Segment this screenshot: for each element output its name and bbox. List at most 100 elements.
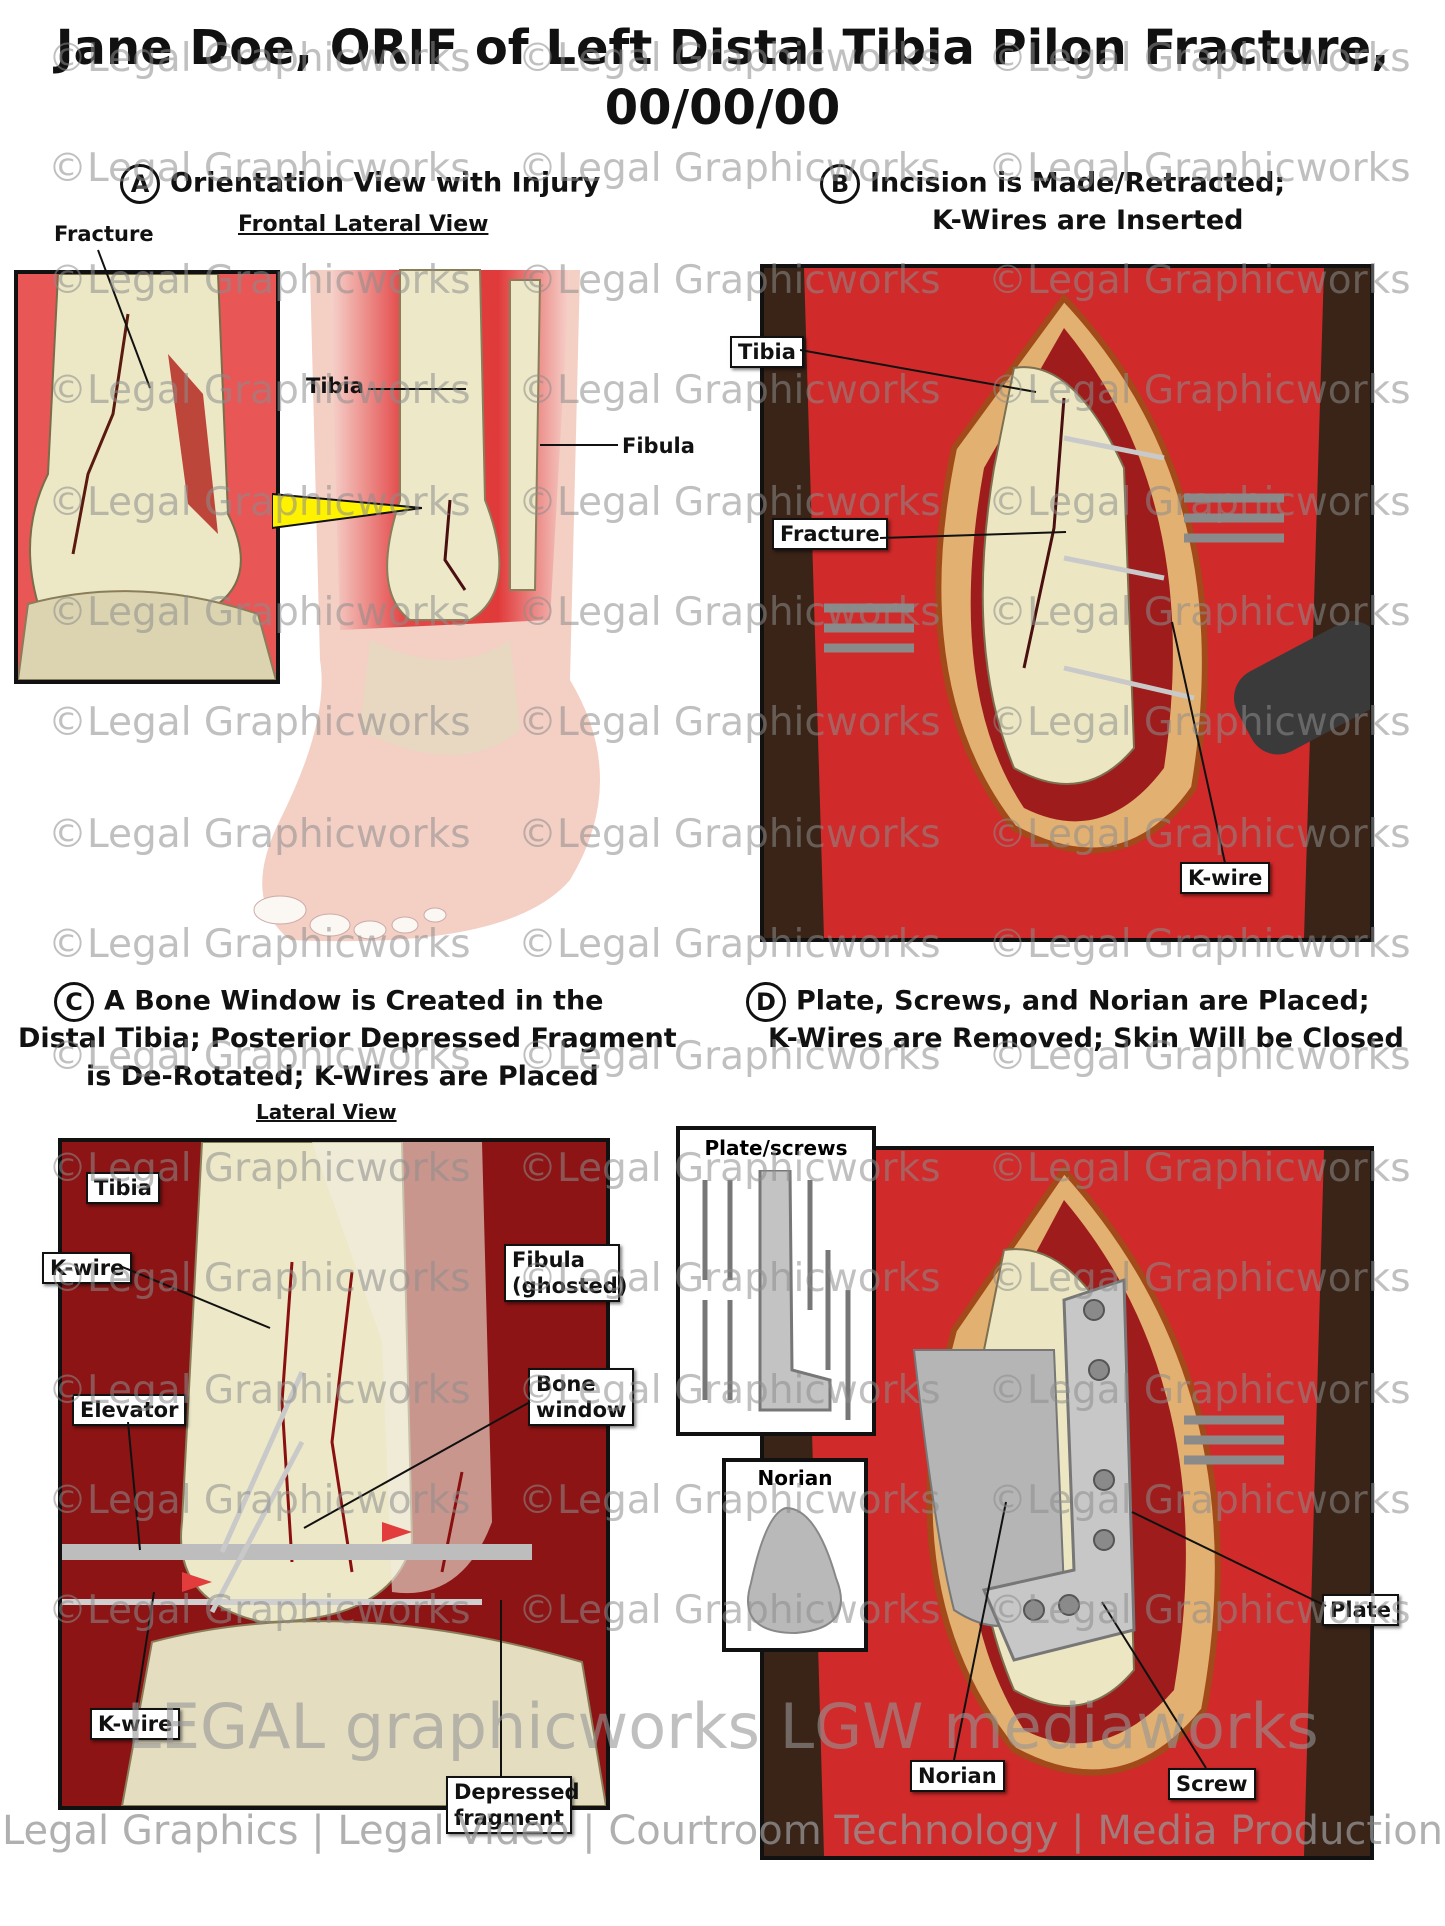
panel-d-heading-line2: K-Wires are Removed; Skin Will be Closed [768, 1023, 1404, 1054]
panel-c-leader-kwire-bottom [135, 1591, 155, 1709]
panel-a-fracture-inset [14, 270, 280, 684]
panel-d-heading-line1: Plate, Screws, and Norian are Placed; [796, 985, 1370, 1017]
panel-c-heading-line1: A Bone Window is Created in the [104, 985, 604, 1017]
panel-d-letter: D [746, 982, 786, 1022]
watermark: ©Legal Graphicworks [518, 368, 941, 413]
watermark: ©Legal Graphicworks [988, 1478, 1411, 1523]
watermark: ©Legal Graphicworks [518, 1256, 941, 1301]
footer-brand-logo: LEGAL graphicworks LGW mediaworks [126, 1690, 1319, 1763]
panel-c-leader-elevator [127, 1422, 141, 1551]
watermark: ©Legal Graphicworks [518, 1034, 941, 1079]
watermark: ©Legal Graphicworks [48, 480, 471, 525]
watermark: ©Legal Graphicworks [988, 1146, 1411, 1191]
watermark: ©Legal Graphicworks [518, 1478, 941, 1523]
watermark: ©Legal Graphicworks [48, 922, 471, 967]
panel-d-surgical-image [760, 1146, 1374, 1860]
panel-b-letter: B [820, 164, 860, 204]
panel-b-leader-tibia [800, 349, 1037, 393]
panel-a-subheading: Frontal Lateral View [238, 212, 489, 237]
footer-tagline: Legal Graphics | Legal Video | Courtroom… [1, 1808, 1444, 1854]
norian-inset: Norian [722, 1458, 868, 1652]
panel-a-label-fracture: Fracture [54, 222, 154, 246]
panel-b-label-fracture: Fracture [772, 518, 888, 550]
panel-a-label-fibula: Fibula [622, 434, 695, 458]
panel-b-label-tibia: Tibia [730, 336, 804, 368]
watermark: ©Legal Graphicworks [518, 1146, 941, 1191]
panel-c-heading-line3: is De-Rotated; K-Wires are Placed [86, 1061, 599, 1092]
panel-b-surgical-image [760, 264, 1374, 942]
panel-b-heading: B Incision is Made/Retracted; [820, 164, 1285, 204]
panel-d-leader-plate [1131, 1511, 1327, 1607]
watermark: ©Legal Graphicworks [988, 590, 1411, 635]
panel-a-heading: A Orientation View with Injury [120, 164, 600, 204]
watermark: ©Legal Graphicworks [518, 1588, 941, 1633]
watermark: ©Legal Graphicworks [988, 1368, 1411, 1413]
panel-c-label-depressed-fragment: Depressed fragment [446, 1776, 580, 1834]
panel-b-heading-line1: Incision is Made/Retracted; [870, 167, 1286, 199]
panel-c-label-fibula: Fibula (ghosted) [504, 1244, 627, 1302]
watermark: ©Legal Graphicworks [518, 812, 941, 857]
panel-a-label-tibia: Tibia [306, 374, 364, 398]
panel-c-leader-depressed-fragment [500, 1600, 502, 1776]
panel-d-leader-screw [1101, 1601, 1207, 1769]
watermark: ©Legal Graphicworks [48, 1588, 471, 1633]
panel-d-label-plate: Plate [1322, 1594, 1400, 1626]
watermark: ©Legal Graphicworks [518, 258, 941, 303]
watermark: ©Legal Graphicworks [518, 146, 941, 191]
watermark: ©Legal Graphicworks [518, 590, 941, 635]
norian-inset-title: Norian [757, 1466, 833, 1490]
watermark: ©Legal Graphicworks [988, 1034, 1411, 1079]
panel-c-letter: C [54, 982, 94, 1022]
panel-d-label-screw: Screw [1168, 1768, 1256, 1800]
watermark: ©Legal Graphicworks [48, 1368, 471, 1413]
panel-c-label-bone-window: Bone window [528, 1368, 634, 1426]
watermark: ©Legal Graphicworks [988, 36, 1411, 81]
watermark: ©Legal Graphicworks [518, 1368, 941, 1413]
watermark: ©Legal Graphicworks [518, 700, 941, 745]
plate-screws-inset: Plate/screws [676, 1126, 876, 1436]
panel-a-leader-tibia [368, 388, 466, 390]
watermark: ©Legal Graphicworks [988, 1256, 1411, 1301]
panel-c-label-kwire-top: K-wire [42, 1252, 133, 1284]
panel-c-heading: C A Bone Window is Created in the [54, 982, 604, 1022]
page-title: Jane Doe, ORIF of Left Distal Tibia Pilo… [55, 20, 1390, 136]
panel-b-leader-kwire [1171, 621, 1226, 864]
panel-c-heading-line2: Distal Tibia; Posterior Depressed Fragme… [18, 1023, 677, 1054]
panel-a-letter: A [120, 164, 160, 204]
watermark: ©Legal Graphicworks [48, 1146, 471, 1191]
panel-c-label-tibia: Tibia [86, 1172, 160, 1204]
panel-d-heading: D Plate, Screws, and Norian are Placed; [746, 982, 1370, 1022]
panel-a-leg-illustration [250, 260, 650, 950]
watermark: ©Legal Graphicworks [988, 258, 1411, 303]
watermark: ©Legal Graphicworks [988, 368, 1411, 413]
watermark: ©Legal Graphicworks [518, 36, 941, 81]
watermark: ©Legal Graphicworks [48, 1478, 471, 1523]
panel-b-heading-line2: K-Wires are Inserted [932, 205, 1244, 236]
watermark: ©Legal Graphicworks [988, 922, 1411, 967]
panel-b-label-kwire: K-wire [1180, 862, 1271, 894]
panel-d-leader-norian [953, 1501, 1007, 1761]
watermark: ©Legal Graphicworks [48, 1256, 471, 1301]
watermark: ©Legal Graphicworks [988, 812, 1411, 857]
watermark: ©Legal Graphicworks [48, 146, 471, 191]
panel-c-subheading: Lateral View [256, 1100, 397, 1124]
panel-b-leader-fracture [880, 531, 1067, 539]
panel-c-leader-bone-window [303, 1401, 531, 1529]
watermark: ©Legal Graphicworks [988, 146, 1411, 191]
watermark: ©Legal Graphicworks [48, 1034, 471, 1079]
panel-c-label-kwire-bottom: K-wire [90, 1708, 181, 1740]
watermark: ©Legal Graphicworks [988, 480, 1411, 525]
panel-d-label-norian: Norian [910, 1760, 1005, 1792]
watermark: ©Legal Graphicworks [48, 700, 471, 745]
plate-screws-inset-title: Plate/screws [704, 1136, 848, 1160]
watermark: ©Legal Graphicworks [48, 812, 471, 857]
watermark: ©Legal Graphicworks [48, 368, 471, 413]
panel-c-leader-kwire-top [120, 1265, 271, 1329]
watermark: ©Legal Graphicworks [518, 480, 941, 525]
panel-a-leader-fibula [540, 444, 618, 446]
watermark: ©Legal Graphicworks [48, 590, 471, 635]
panel-a-heading-text: Orientation View with Injury [170, 167, 601, 199]
watermark: ©Legal Graphicworks [518, 922, 941, 967]
panel-a-leader-fracture [97, 249, 151, 389]
watermark: ©Legal Graphicworks [988, 700, 1411, 745]
